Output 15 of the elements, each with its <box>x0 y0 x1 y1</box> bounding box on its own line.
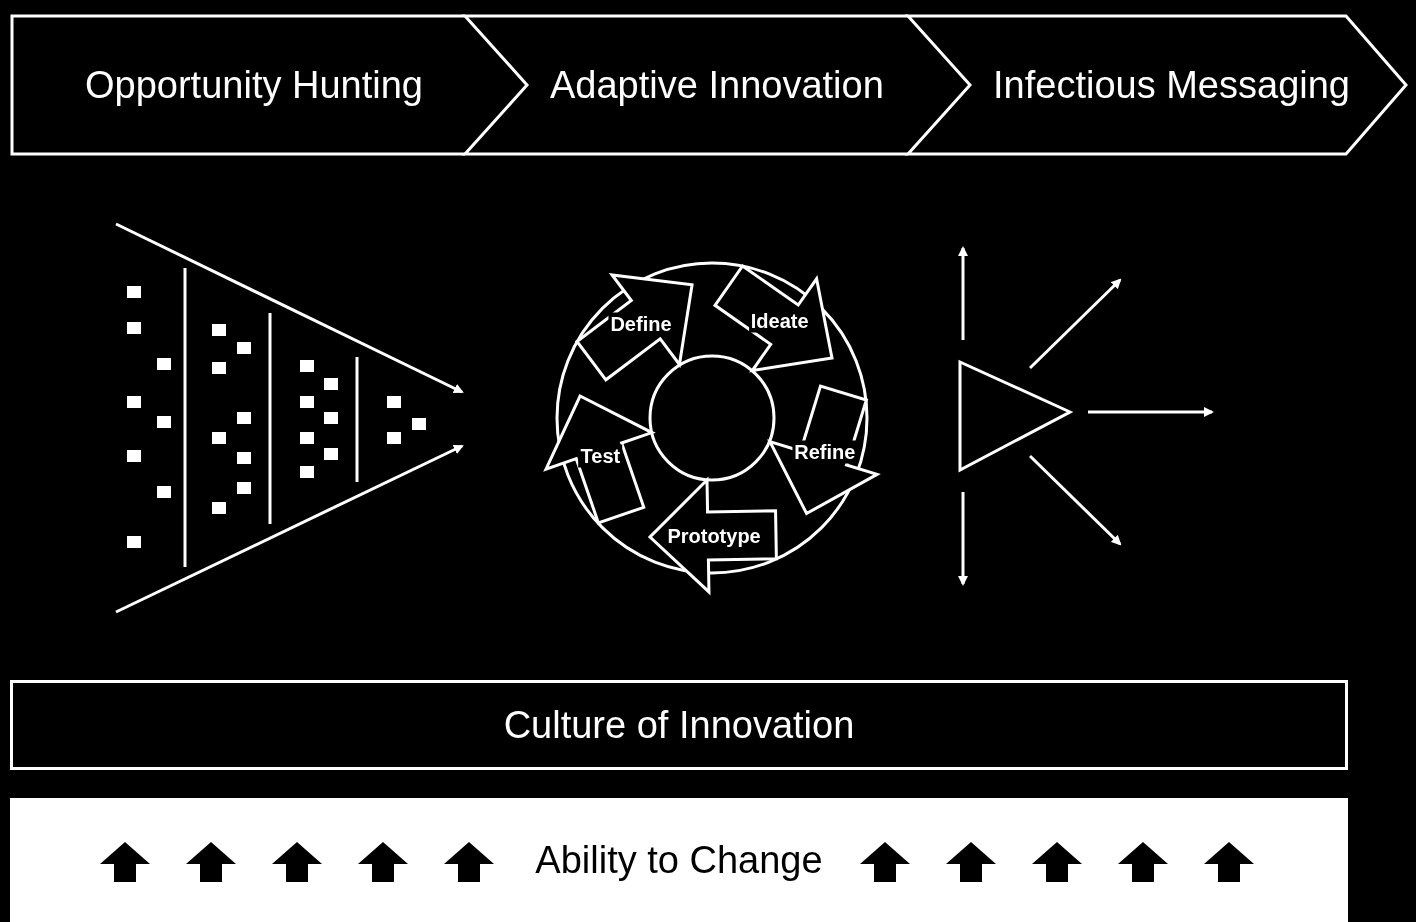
cycle-segment <box>767 384 879 516</box>
step-label: Opportunity Hunting <box>85 64 423 107</box>
cycle-segment <box>543 393 654 525</box>
step-label: Test <box>578 444 623 468</box>
chevron-step <box>10 14 465 156</box>
cycle-segment <box>648 478 779 595</box>
step-label: Adaptive Innovation <box>550 64 884 107</box>
step-label: Infectious Messaging <box>993 64 1350 107</box>
cycle-segment <box>713 264 835 373</box>
cycle-segment <box>575 273 695 383</box>
step-label: Refine <box>792 441 858 464</box>
bar-label: Culture of Innovation <box>503 703 855 747</box>
band-label: Ability to Change <box>535 838 823 882</box>
culture-bar <box>10 680 1348 770</box>
foundation-band <box>10 798 1348 922</box>
